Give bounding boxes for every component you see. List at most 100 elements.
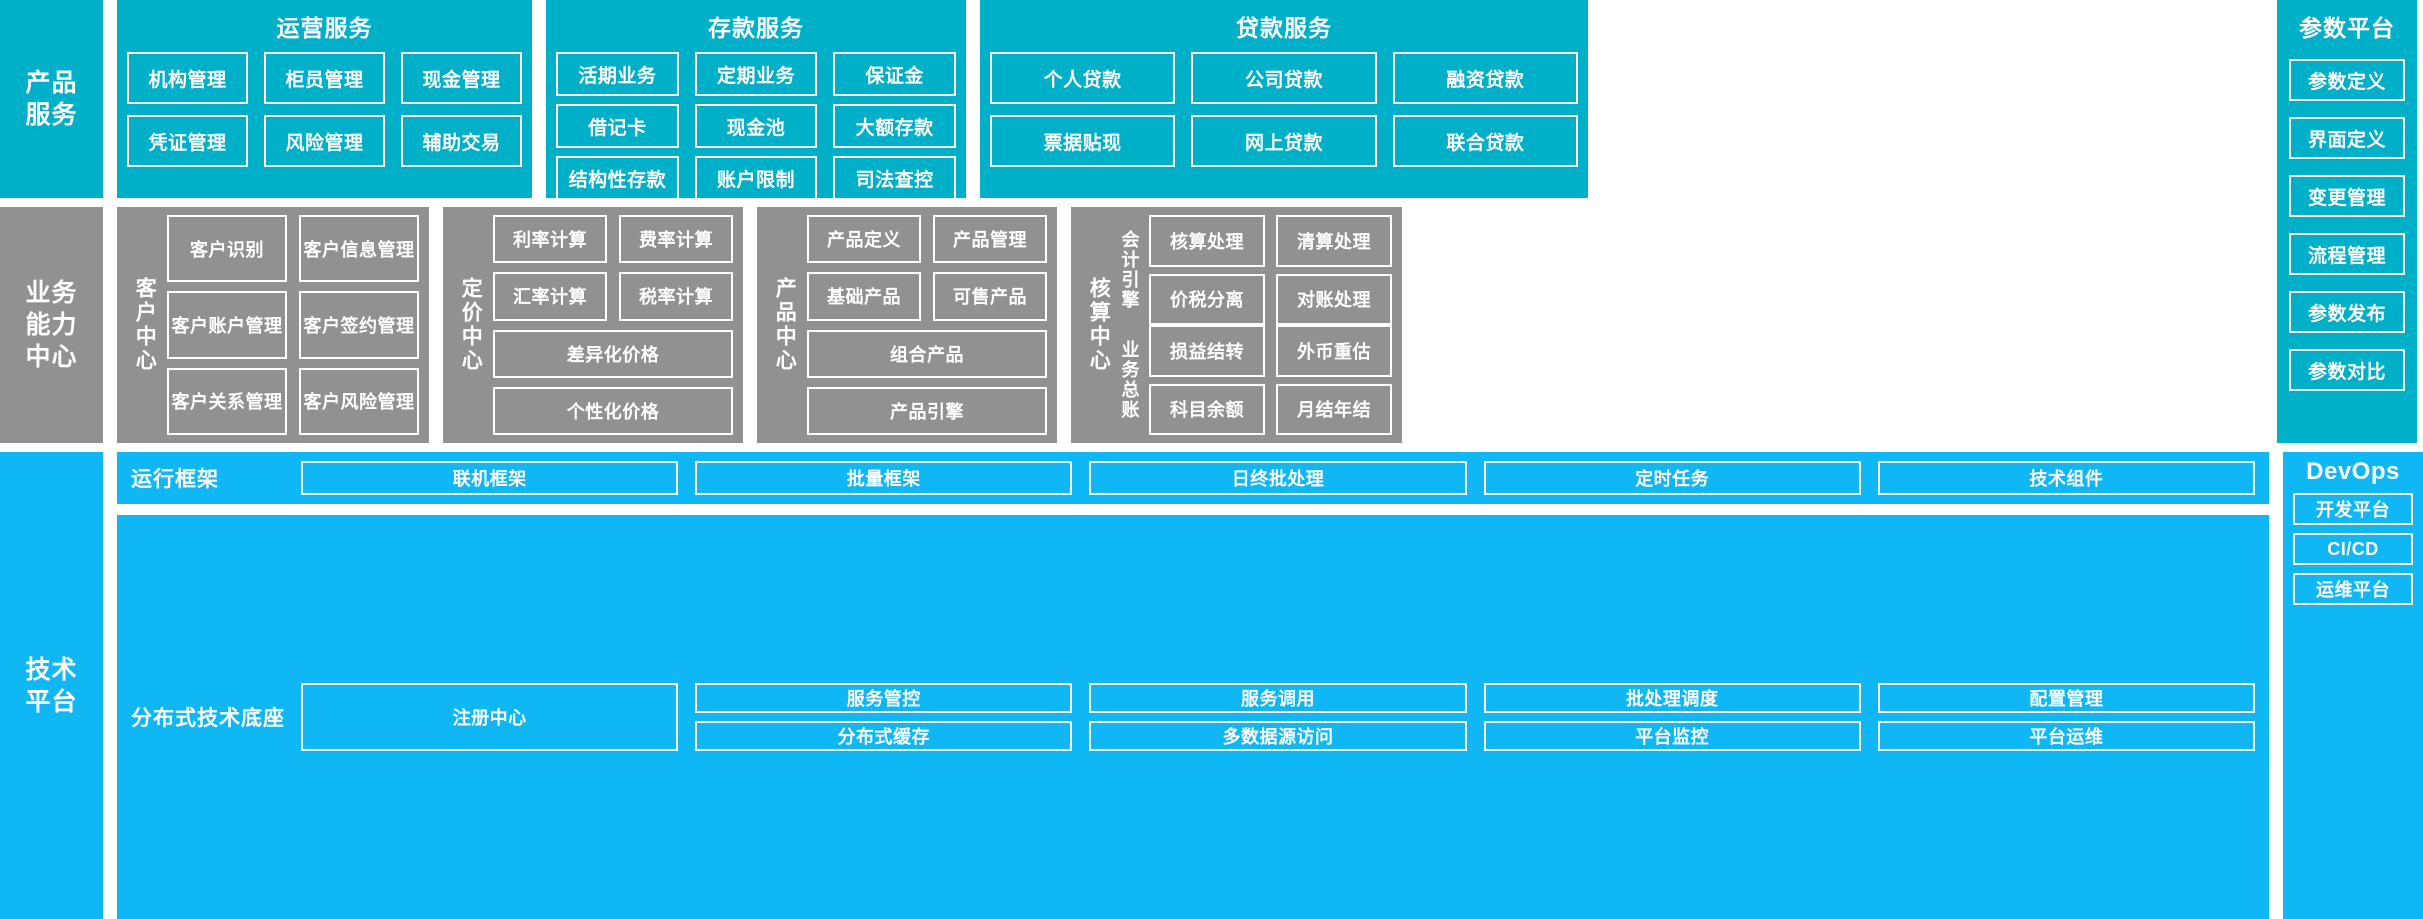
capability-chip[interactable]: 基础产品: [807, 272, 921, 321]
parameter-chip[interactable]: 界面定义: [2289, 117, 2405, 159]
capability-chip[interactable]: 费率计算: [619, 215, 733, 264]
center-product-label: 产品中心: [773, 277, 797, 373]
capability-chip[interactable]: 外币重估: [1276, 325, 1392, 377]
devops-chip[interactable]: 运维平台: [2293, 573, 2413, 605]
group-deposit-services-title: 存款服务: [708, 15, 804, 41]
center-customer-body: 客户识别 客户信息管理 客户账户管理 客户签约管理 客户关系管理 客户风险管理: [167, 215, 419, 435]
center-row: 差异化价格: [493, 329, 733, 378]
center-row: 个性化价格: [493, 386, 733, 435]
service-chip[interactable]: 公司贷款: [1191, 52, 1377, 104]
service-chip[interactable]: 大额存款: [833, 104, 956, 148]
band-runtime-framework: 运行框架 联机框架 批量框架 日终批处理 定时任务 技术组件: [117, 452, 2269, 504]
service-chip[interactable]: 辅助交易: [401, 115, 522, 167]
panel-devops-title: DevOps: [2306, 458, 2400, 485]
tech-chip[interactable]: 服务管控: [695, 683, 1073, 713]
tech-chip[interactable]: 配置管理: [1877, 683, 2255, 713]
parameter-chip[interactable]: 参数对比: [2289, 349, 2405, 391]
capability-chip[interactable]: 客户账户管理: [167, 291, 287, 359]
devops-chip[interactable]: 开发平台: [2293, 493, 2413, 525]
accounting-engine-segment: 会计引擎 核算处理 清算处理 价税分离 对账处理: [1115, 215, 1392, 325]
capability-chip[interactable]: 对账处理: [1276, 273, 1392, 325]
technical-platform-row: 技术平台 运行框架 联机框架 批量框架 日终批处理 定时任务 技术组件 分布式技…: [0, 452, 2423, 919]
service-chip[interactable]: 活期业务: [556, 52, 679, 96]
capability-chip[interactable]: 客户风险管理: [299, 367, 419, 435]
capability-chip[interactable]: 汇率计算: [493, 272, 607, 321]
panel-parameter-platform-title: 参数平台: [2299, 15, 2395, 41]
center-row: 基础产品 可售产品: [807, 272, 1047, 321]
capability-chip[interactable]: 可售产品: [933, 272, 1047, 321]
service-chip[interactable]: 定期业务: [694, 52, 818, 96]
capability-chip[interactable]: 科目余额: [1149, 383, 1265, 435]
capability-chip[interactable]: 客户签约管理: [299, 291, 419, 359]
capability-chip[interactable]: 差异化价格: [493, 329, 733, 378]
service-chip[interactable]: 风险管理: [264, 115, 385, 167]
capability-chip[interactable]: 产品引擎: [807, 386, 1047, 435]
tech-chip[interactable]: 服务调用: [1089, 683, 1467, 713]
service-chip[interactable]: 结构性存款: [556, 156, 679, 200]
center-row: 汇率计算 税率计算: [493, 272, 733, 321]
service-chip[interactable]: 现金池: [694, 104, 818, 148]
service-chip[interactable]: 保证金: [833, 52, 956, 96]
center-row: 客户关系管理 客户风险管理: [167, 367, 419, 435]
capability-chip[interactable]: 价税分离: [1149, 273, 1265, 325]
tech-chip[interactable]: 平台监控: [1483, 721, 1861, 751]
service-chip[interactable]: 柜员管理: [264, 52, 385, 104]
center-product: 产品中心 产品定义 产品管理 基础产品 可售产品 组合产品 产品引擎: [757, 207, 1057, 443]
center-row: 产品引擎: [807, 386, 1047, 435]
band-distributed-foundation: 分布式技术底座 注册中心 服务管控 服务调用 批处理调度 配置管理 分布式缓存 …: [117, 515, 2269, 919]
tech-chip[interactable]: 多数据源访问: [1089, 721, 1467, 751]
center-pricing: 定价中心 利率计算 费率计算 汇率计算 税率计算 差异化价格 个性化价格: [443, 207, 743, 443]
tech-chip[interactable]: 分布式缓存: [695, 721, 1073, 751]
center-customer-label: 客户中心: [133, 277, 157, 373]
service-chip[interactable]: 网上贷款: [1191, 115, 1377, 167]
business-capability-row: 业务能力中心 客户中心 客户识别 客户信息管理 客户账户管理 客户签约管理 客户…: [0, 207, 2423, 443]
group-loan-services: 贷款服务 个人贷款 公司贷款 融资贷款 票据贴现 网上贷款 联合贷款: [980, 0, 1588, 198]
capability-chip[interactable]: 清算处理: [1276, 215, 1392, 267]
parameter-chip[interactable]: 流程管理: [2289, 233, 2405, 275]
center-pricing-label: 定价中心: [459, 277, 483, 373]
tech-chip[interactable]: 技术组件: [1877, 461, 2255, 495]
tech-chip[interactable]: 批量框架: [695, 461, 1073, 495]
center-customer: 客户中心 客户识别 客户信息管理 客户账户管理 客户签约管理 客户关系管理 客户…: [117, 207, 429, 443]
parameter-chip[interactable]: 参数定义: [2289, 59, 2405, 101]
capability-chip[interactable]: 损益结转: [1149, 325, 1265, 377]
tech-chip[interactable]: 平台运维: [1877, 721, 2255, 751]
capability-chip[interactable]: 客户关系管理: [167, 367, 287, 435]
center-accounting-label: 核算中心: [1087, 277, 1111, 373]
capability-chip[interactable]: 月结年结: [1276, 383, 1392, 435]
tech-chip[interactable]: 日终批处理: [1089, 461, 1467, 495]
general-ledger-label: 业务总账: [1119, 340, 1140, 420]
service-chip[interactable]: 融资贷款: [1392, 52, 1578, 104]
capability-chip[interactable]: 产品定义: [807, 215, 921, 264]
accounting-engine-label: 会计引擎: [1119, 230, 1140, 310]
devops-chip[interactable]: CI/CD: [2293, 533, 2413, 565]
service-chip[interactable]: 联合贷款: [1392, 115, 1578, 167]
capability-chip[interactable]: 客户识别: [167, 215, 287, 283]
center-row: 利率计算 费率计算: [493, 215, 733, 264]
group-loan-services-items: 个人贷款 公司贷款 融资贷款 票据贴现 网上贷款 联合贷款: [990, 52, 1578, 190]
band-runtime-framework-label: 运行框架: [131, 468, 219, 491]
capability-chip[interactable]: 税率计算: [619, 272, 733, 321]
service-chip[interactable]: 凭证管理: [127, 115, 248, 167]
service-chip[interactable]: 司法查控: [833, 156, 956, 200]
service-chip[interactable]: 账户限制: [694, 156, 818, 200]
tech-chip[interactable]: 定时任务: [1483, 461, 1861, 495]
tech-chip[interactable]: 联机框架: [301, 461, 679, 495]
capability-chip[interactable]: 组合产品: [807, 329, 1047, 378]
parameter-chip[interactable]: 参数发布: [2289, 291, 2405, 333]
service-chip[interactable]: 个人贷款: [990, 52, 1176, 104]
tech-chip[interactable]: 批处理调度: [1483, 683, 1861, 713]
capability-chip[interactable]: 客户信息管理: [299, 215, 419, 283]
capability-chip[interactable]: 个性化价格: [493, 386, 733, 435]
service-chip[interactable]: 机构管理: [127, 52, 248, 104]
service-chip[interactable]: 借记卡: [556, 104, 679, 148]
parameter-chip[interactable]: 变更管理: [2289, 175, 2405, 217]
capability-chip[interactable]: 利率计算: [493, 215, 607, 264]
service-chip[interactable]: 现金管理: [401, 52, 522, 104]
service-chip[interactable]: 票据贴现: [990, 115, 1176, 167]
capability-chip[interactable]: 核算处理: [1149, 215, 1265, 267]
panel-parameter-platform: 参数平台 参数定义 界面定义 变更管理 流程管理 参数发布 参数对比: [2277, 0, 2417, 443]
capability-chip[interactable]: 产品管理: [933, 215, 1047, 264]
tech-chip-registry[interactable]: 注册中心: [301, 683, 679, 751]
